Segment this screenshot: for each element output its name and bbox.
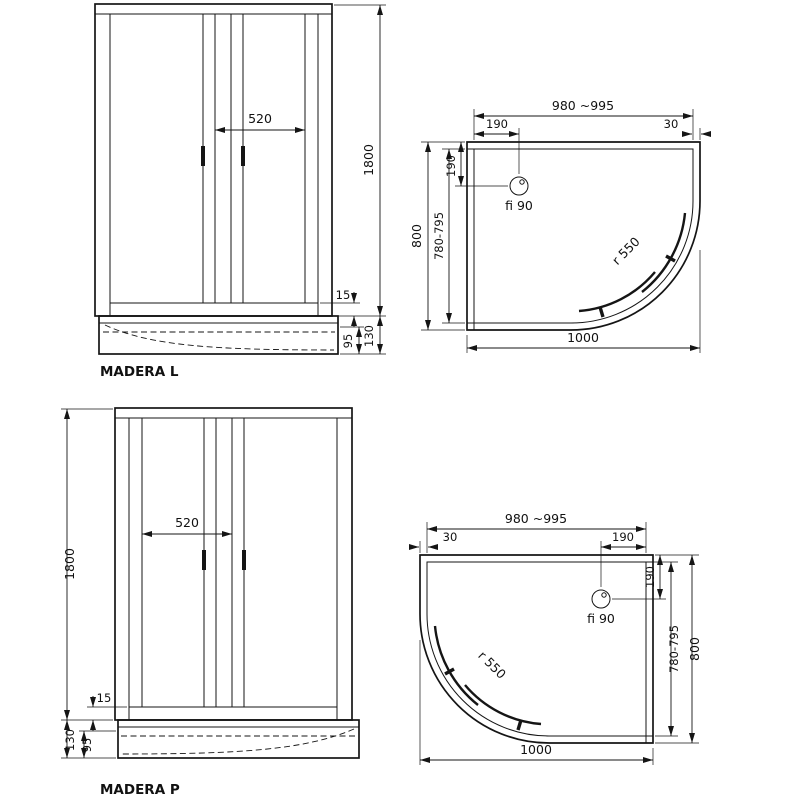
dim-tray-inner: 95	[79, 730, 116, 758]
curved-door	[464, 684, 542, 726]
tray-outline	[419, 554, 654, 744]
dim-profile-label: 30	[664, 117, 679, 131]
product-label-madera-l: MADERA L	[100, 364, 179, 380]
door-handle-icon	[444, 667, 455, 676]
dim-drain-y: 190	[444, 142, 508, 187]
drain-label: fi 90	[587, 611, 615, 626]
dim-drain-y-label: 190	[643, 566, 657, 588]
drain-icon	[509, 176, 529, 196]
cabin-frame	[94, 3, 333, 317]
dim-drain-x: 190	[600, 530, 646, 587]
dim-depth-label: 800	[687, 637, 702, 661]
dim-width: 1000	[466, 250, 701, 353]
door-handle-icon	[201, 146, 205, 166]
dim-width-adjustable: 980 ~995	[426, 511, 647, 553]
dim-door-width-label: 520	[248, 111, 272, 126]
dim-tray-height: 130	[61, 720, 116, 759]
dim-tray-height: 130	[340, 316, 386, 355]
drain-icon	[591, 589, 611, 609]
drain-label: fi 90	[505, 198, 533, 213]
wall-profiles	[426, 561, 654, 744]
curved-door	[578, 271, 656, 313]
shower-tray-elevation	[98, 315, 339, 355]
dim-width-adjustable-label: 980 ~995	[505, 511, 567, 526]
dim-radius-label: r 550	[475, 648, 509, 682]
dim-door-width: 520	[142, 515, 232, 537]
dim-depth-adjustable: 780-795	[648, 561, 681, 737]
door-handle-icon	[202, 550, 206, 570]
madera-l-plan-view: fi 90 980 ~995 190 30 800	[409, 98, 711, 353]
wall-profiles	[466, 148, 694, 331]
dim-height-label: 1800	[62, 548, 77, 580]
cabin-glass-panels	[114, 417, 353, 721]
cabin-frame	[114, 407, 353, 721]
dim-drain-x-label: 190	[486, 117, 508, 131]
dim-depth-adjustable: 780-795	[432, 148, 465, 324]
dim-drain-x: 190	[474, 117, 520, 174]
curved-door	[641, 212, 687, 293]
madera-p-front-view: 520 1800 15 95 130	[61, 407, 360, 798]
dim-width-label: 1000	[567, 330, 599, 345]
dim-tray-height-label: 130	[362, 325, 376, 347]
dim-tray-inner-label: 95	[80, 738, 94, 753]
dim-drain-x-label: 190	[612, 530, 634, 544]
madera-p-plan-view: fi 90 980 ~995 30 190 800	[409, 511, 702, 765]
tray-outline	[466, 141, 701, 331]
dim-width-label: 1000	[520, 742, 552, 757]
dim-width: 1000	[419, 640, 654, 765]
door-handle-icon	[241, 146, 245, 166]
drain: fi 90	[587, 589, 615, 626]
dim-gap: 15	[87, 691, 127, 731]
door-handle-icon	[242, 550, 246, 570]
shower-tray-elevation	[117, 719, 360, 759]
dim-tray-height-label: 130	[63, 729, 77, 751]
curved-door	[433, 625, 479, 706]
dim-radius-label: r 550	[609, 234, 643, 268]
dim-depth-adjustable-label: 780-795	[432, 212, 446, 260]
drain: fi 90	[505, 176, 533, 213]
dim-width-adjustable-label: 980 ~995	[552, 98, 614, 113]
dim-drain-y: 190	[612, 555, 666, 600]
dim-tray-inner-label: 95	[341, 334, 355, 349]
dim-height: 1800	[61, 408, 113, 721]
dim-door-width-label: 520	[175, 515, 199, 530]
dim-depth: 800	[655, 554, 702, 744]
dim-profile: 30	[664, 117, 711, 140]
dim-depth-adjustable-label: 780-795	[667, 625, 681, 673]
dim-width-adjustable: 980 ~995	[473, 98, 694, 140]
dim-gap-label: 15	[97, 691, 112, 705]
dim-gap-label: 15	[336, 288, 351, 302]
dim-door-width: 520	[215, 111, 305, 133]
dim-tray-inner: 95	[340, 326, 364, 354]
cabin-glass-panels	[94, 13, 333, 317]
dim-height: 1800	[334, 4, 386, 317]
door-handle-icon	[516, 719, 523, 731]
dim-depth-label: 800	[409, 224, 424, 248]
dim-depth: 800	[409, 141, 465, 331]
door-handle-icon	[598, 306, 605, 318]
madera-l-front-view: 520 1800 15 95 130	[94, 3, 386, 380]
dim-profile: 30	[409, 530, 457, 553]
dim-profile-label: 30	[443, 530, 458, 544]
product-label-madera-p: MADERA P	[100, 782, 180, 798]
dim-drain-y-label: 190	[444, 155, 458, 177]
door-handle-icon	[665, 254, 676, 263]
dim-height-label: 1800	[361, 144, 376, 176]
dim-gap: 15	[320, 288, 360, 327]
